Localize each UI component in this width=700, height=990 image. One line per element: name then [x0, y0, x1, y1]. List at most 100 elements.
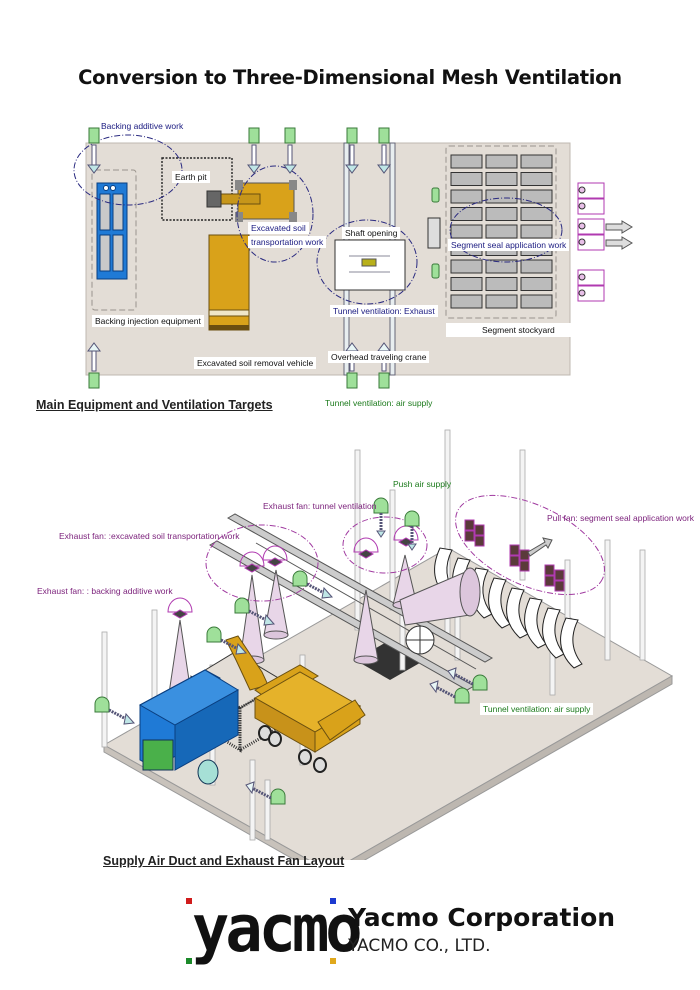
- column: [604, 539, 611, 661]
- segment-block: [520, 207, 553, 221]
- segment-block: [450, 154, 483, 169]
- exhaust-fan: [167, 597, 193, 613]
- label-tunnel-air-supply-plan: Tunnel ventilation: air supply: [325, 398, 433, 408]
- pull-fan-unit: [554, 580, 565, 592]
- segment-ring: [560, 617, 583, 669]
- isometric-diagram: [94, 429, 674, 860]
- label-tunnel-exhaust: Tunnel ventilation: Exhaust: [330, 305, 438, 317]
- segment-block: [485, 224, 518, 239]
- label-excavated-soil-2: transportation work: [248, 236, 327, 248]
- company-logo: YACMO: [186, 890, 363, 968]
- segment-ring: [427, 217, 441, 249]
- label-shaft-opening: Shaft opening: [342, 227, 401, 239]
- column: [249, 759, 256, 841]
- pull-fan-unit: [464, 519, 475, 531]
- supply-duct: [284, 127, 296, 144]
- exhaust-fan: [353, 537, 379, 553]
- pull-fans: [577, 182, 605, 302]
- supply-duct: [346, 127, 358, 144]
- label-pull-fan-segment: Pull fan: segment seal application work: [547, 513, 694, 523]
- pull-fan-unit: [509, 555, 520, 567]
- segment-block: [520, 154, 553, 169]
- exhaust-fan-base: [171, 609, 189, 619]
- exhaust-fan-base: [357, 549, 375, 559]
- backing-plant-iso: [138, 669, 239, 785]
- air-supply-unit: [270, 788, 286, 805]
- air-supply-unit: [454, 687, 470, 704]
- pull-fan-box: [577, 198, 605, 215]
- air-supply-units: [94, 497, 488, 805]
- soil-removal-vehicle: [208, 234, 250, 331]
- air-supply-arrow: [453, 672, 474, 686]
- logo-wordmark: YACMO: [192, 890, 363, 967]
- pull-fan-icon: [578, 186, 586, 194]
- supply-arrow-head: [283, 164, 297, 174]
- pull-fan-icon: [578, 273, 586, 281]
- label-push-air-supply: Push air supply: [393, 479, 452, 489]
- segment-block: [520, 294, 553, 309]
- logo-dot-blue: [330, 898, 336, 904]
- pull-fan-unit: [474, 524, 485, 536]
- segment-block: [520, 224, 553, 239]
- supply-arrow-head: [87, 164, 101, 174]
- pull-fan-icon: [578, 238, 586, 246]
- supply-duct: [88, 127, 100, 144]
- segment-block: [450, 277, 483, 291]
- company-name: Yacmo Corporation: [348, 903, 616, 932]
- air-supply-unit: [94, 696, 110, 713]
- exhaust-fan-base: [266, 557, 284, 567]
- label-backing-injection: Backing injection equipment: [92, 315, 204, 327]
- label-exhaust-fan-soil: Exhaust fan: :excavated soil transportat…: [59, 531, 240, 541]
- pull-fan-units: [464, 519, 565, 592]
- iso-zone-soil: [205, 524, 319, 602]
- segment-block: [450, 172, 483, 186]
- label-soil-removal-vehicle: Excavated soil removal vehicle: [194, 357, 317, 369]
- segment-block: [485, 189, 518, 204]
- air-supply-unit: [404, 510, 420, 527]
- label-segment-stockyard: Segment stockyard: [446, 323, 591, 337]
- company-subname: YACMO CO., LTD.: [348, 936, 491, 956]
- supply-duct: [346, 372, 358, 389]
- air-supply-unit: [373, 497, 389, 514]
- segment-block: [450, 294, 483, 309]
- pull-fan-unit: [544, 564, 555, 576]
- air-supply-arrow: [306, 582, 327, 596]
- air-supply-unit: [234, 597, 250, 614]
- air-supply-arrow: [220, 638, 241, 652]
- excavator: [206, 180, 297, 222]
- backing-injection-equipment: [96, 182, 128, 280]
- label-overhead-crane: Overhead traveling crane: [328, 351, 430, 363]
- truck-iso: [253, 671, 366, 773]
- segment-block: [485, 277, 518, 291]
- segment-block: [485, 294, 518, 309]
- pull-fan-unit: [474, 535, 485, 547]
- pull-fan-unit: [519, 549, 530, 561]
- air-supply-arrow-head: [376, 530, 386, 538]
- exhaust-arrows: [605, 220, 633, 250]
- label-tunnel-air-supply-iso: Tunnel ventilation: air supply: [480, 703, 594, 715]
- duct-cone-base: [353, 655, 379, 665]
- label-exhaust-fan-tunnel: Exhaust fan: tunnel ventilation: [263, 501, 377, 511]
- air-supply-arrow-head: [429, 680, 439, 694]
- pull-fan-unit: [519, 560, 530, 572]
- supply-arrow-head: [377, 164, 391, 174]
- zone-tunnel-exhaust: [316, 219, 418, 305]
- air-supply-unit: [206, 626, 222, 643]
- supply-duct: [378, 372, 390, 389]
- segment-block: [485, 154, 518, 169]
- iso-zone-tunnel: [342, 516, 428, 574]
- exhaust-fan-base: [243, 563, 261, 573]
- duct-cone-base: [263, 630, 289, 640]
- segment-block: [450, 259, 483, 274]
- column: [519, 449, 526, 581]
- segment-block: [520, 172, 553, 186]
- air-supply-arrow: [248, 609, 269, 623]
- earth-pit: [161, 157, 233, 221]
- supply-duct: [248, 127, 260, 144]
- pull-fan-box: [577, 285, 605, 302]
- label-exhaust-fan-backing: Exhaust fan: : backing additive work: [37, 586, 173, 596]
- pull-fan-icon: [578, 289, 586, 297]
- zone-soil-transport: [236, 165, 314, 263]
- air-supply-unit: [292, 570, 308, 587]
- exhaust-fan: [239, 551, 265, 567]
